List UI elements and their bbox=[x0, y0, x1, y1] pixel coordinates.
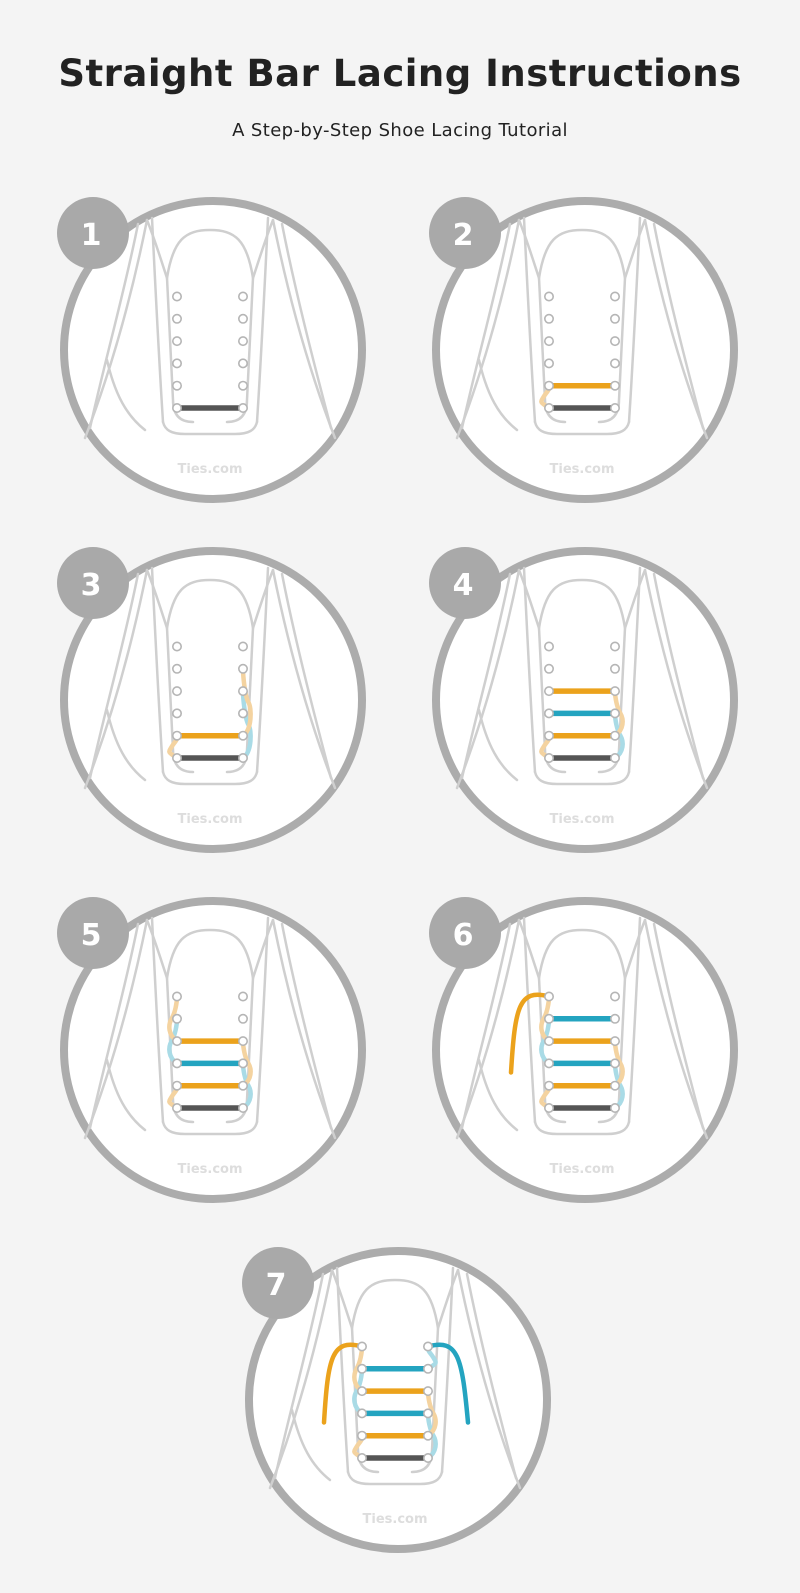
lace-vertical-light-teal bbox=[425, 1411, 438, 1461]
lace-vertical-light-orange bbox=[240, 666, 253, 738]
step-number: 4 bbox=[453, 568, 474, 603]
lace-end-teal bbox=[425, 1342, 471, 1425]
page-subtitle: A Step-by-Step Shoe Lacing Tutorial bbox=[232, 120, 568, 141]
step-badge bbox=[242, 1247, 314, 1319]
step-badge bbox=[429, 547, 501, 619]
step-number: 2 bbox=[453, 218, 474, 253]
lace-end-orange bbox=[508, 992, 552, 1075]
step-badge bbox=[429, 897, 501, 969]
lace-vertical-light-orange bbox=[539, 994, 552, 1044]
step-4: Ties.com 4 bbox=[427, 540, 747, 860]
shoe-outline bbox=[455, 916, 709, 1140]
shoe-outline bbox=[455, 216, 709, 440]
step-badge bbox=[57, 197, 129, 269]
shoe-outline bbox=[455, 566, 709, 790]
step-number: 5 bbox=[81, 918, 102, 953]
laces bbox=[321, 1342, 471, 1461]
step-number: 1 bbox=[81, 218, 102, 253]
lace-vertical-light-teal bbox=[612, 1061, 625, 1111]
watermark: Ties.com bbox=[363, 1512, 428, 1527]
watermark: Ties.com bbox=[178, 462, 243, 477]
step-badge bbox=[429, 197, 501, 269]
page-title: Straight Bar Lacing Instructions bbox=[58, 52, 742, 95]
eyelets bbox=[544, 991, 621, 1114]
lace-end-orange bbox=[321, 1342, 365, 1425]
lace-vertical-light-orange bbox=[167, 994, 180, 1044]
lace-vertical-light-teal bbox=[539, 1016, 552, 1066]
step-number: 7 bbox=[266, 1268, 287, 1303]
laces bbox=[167, 666, 253, 761]
lace-vertical-light-orange bbox=[425, 1388, 438, 1438]
shoe-outline bbox=[83, 916, 337, 1140]
eyelets bbox=[172, 291, 249, 414]
shoe-outline bbox=[83, 216, 337, 440]
watermark: Ties.com bbox=[550, 812, 615, 827]
lace-vertical-light-orange bbox=[240, 1038, 253, 1088]
lace-vertical-light-orange bbox=[612, 688, 625, 738]
shoe-outline bbox=[268, 1266, 522, 1490]
step-6: Ties.com 6 bbox=[427, 890, 747, 1210]
lace-vertical-light-teal bbox=[240, 1061, 253, 1111]
step-3: Ties.com 3 bbox=[55, 540, 375, 860]
step-number: 6 bbox=[453, 918, 474, 953]
lace-vertical-light-teal bbox=[167, 1016, 180, 1066]
laces bbox=[167, 994, 253, 1111]
laces bbox=[508, 992, 625, 1111]
lace-vertical-light-orange bbox=[352, 1344, 365, 1394]
watermark: Ties.com bbox=[178, 1162, 243, 1177]
eyelets bbox=[544, 291, 621, 414]
watermark: Ties.com bbox=[550, 1162, 615, 1177]
eyelets bbox=[172, 991, 249, 1114]
eyelets bbox=[357, 1341, 434, 1464]
lace-vertical-light-teal bbox=[352, 1366, 365, 1416]
watermark: Ties.com bbox=[550, 462, 615, 477]
eyelets bbox=[544, 641, 621, 764]
shoe-outline bbox=[83, 566, 337, 790]
step-5: Ties.com 5 bbox=[55, 890, 375, 1210]
laces bbox=[539, 688, 625, 761]
step-2: Ties.com 2 bbox=[427, 190, 747, 510]
step-number: 3 bbox=[81, 568, 102, 603]
step-1: Ties.com 1 bbox=[55, 190, 375, 510]
step-badge bbox=[57, 547, 129, 619]
step-7: Ties.com 7 bbox=[240, 1240, 560, 1560]
eyelets bbox=[172, 641, 249, 764]
step-badge bbox=[57, 897, 129, 969]
lace-vertical-light-teal bbox=[612, 711, 625, 761]
lace-vertical-light-orange bbox=[612, 1038, 625, 1088]
watermark: Ties.com bbox=[178, 812, 243, 827]
